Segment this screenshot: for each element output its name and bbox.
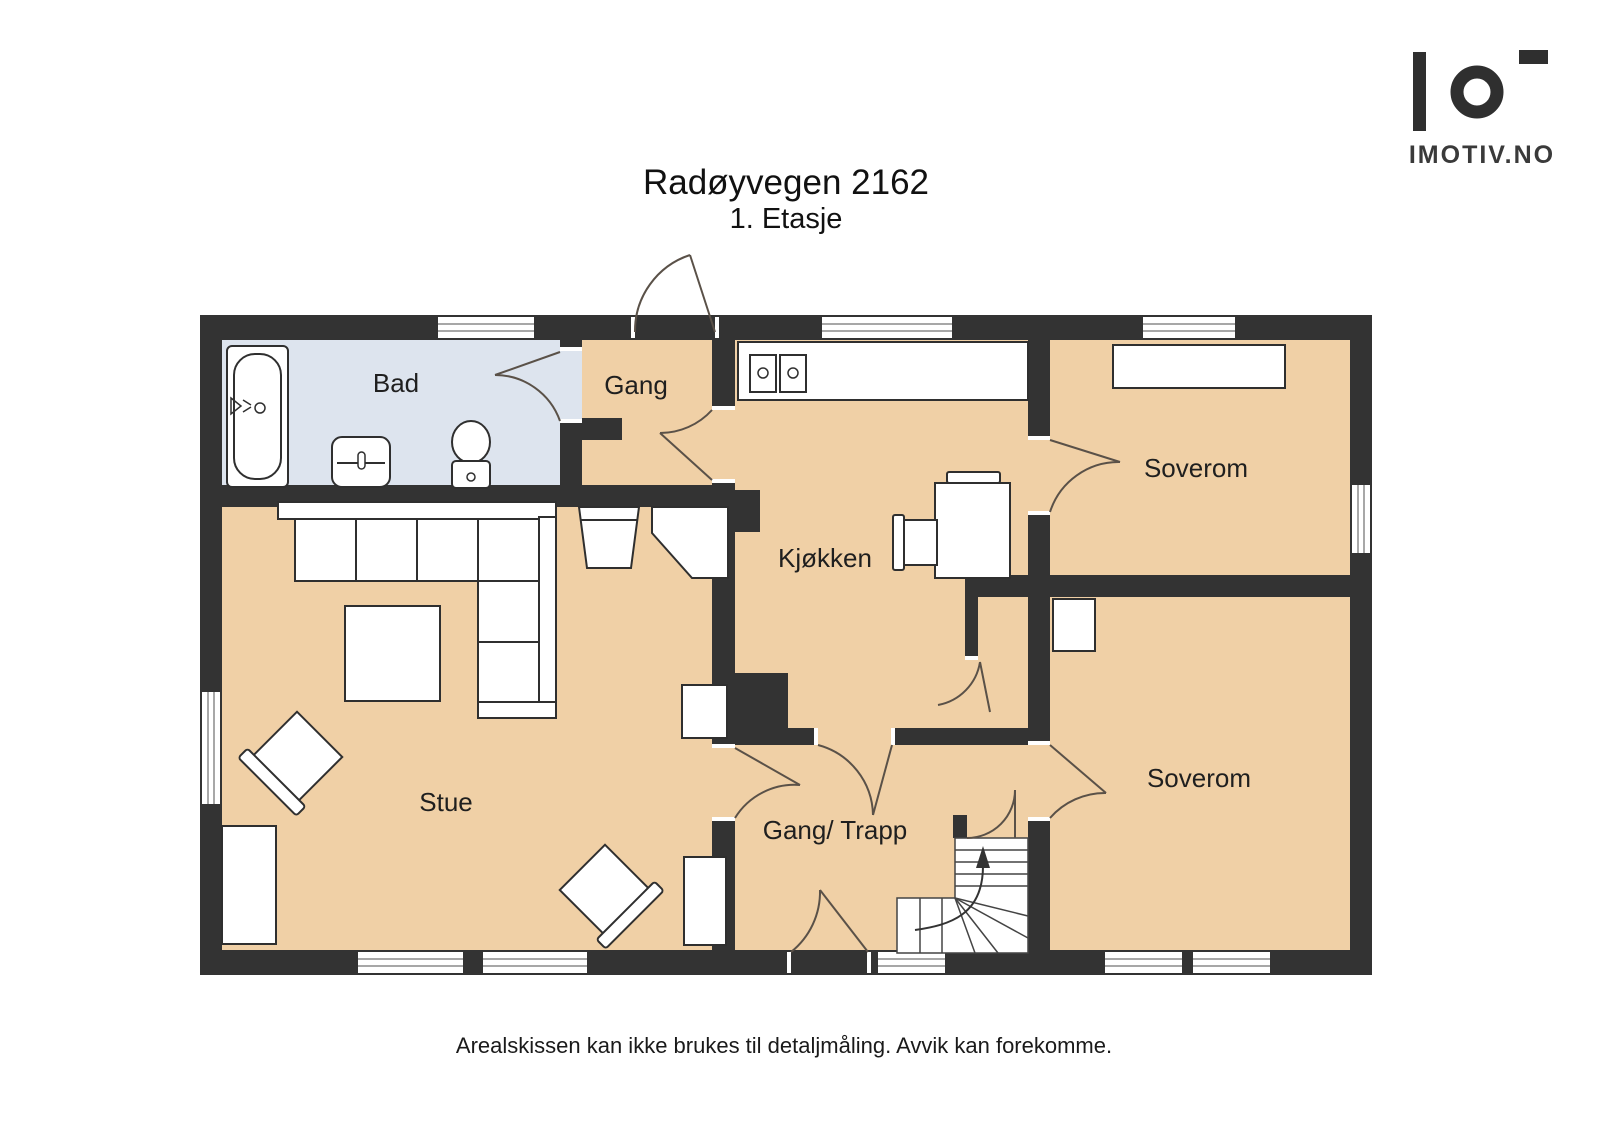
window	[483, 952, 587, 973]
furniture	[221, 341, 1286, 949]
jamb	[715, 317, 719, 338]
opening-gang-kjokken	[712, 410, 735, 480]
chair	[577, 506, 641, 569]
wall-stub-kjokken	[735, 490, 760, 532]
jamb	[560, 347, 582, 351]
kitchen-counter	[737, 341, 1029, 401]
window	[1143, 317, 1235, 338]
page-title: Radøyvegen 2162	[643, 163, 929, 202]
opening-stue-gangtrapp	[712, 748, 735, 818]
room-floors	[222, 315, 1350, 975]
door-kjokken-gangtrapp	[817, 744, 893, 816]
room-labels: Bad Gang Kjøkken Soverom Soverom Stue Ga…	[373, 368, 1251, 845]
jamb	[965, 656, 978, 660]
jamb	[712, 406, 735, 410]
opening-soverom-ne	[1028, 440, 1050, 512]
logo-text: IMOTIV.NO	[1409, 141, 1555, 169]
sofa	[277, 501, 557, 719]
room-gang-floor	[582, 340, 712, 487]
jamb	[1028, 817, 1050, 821]
doors	[494, 254, 1121, 953]
bathroom-sink	[331, 436, 391, 488]
label-gang: Gang	[604, 370, 668, 400]
door-soverom-se	[1049, 744, 1107, 819]
jamb	[1028, 741, 1050, 745]
jamb	[814, 728, 818, 745]
opening-soverom-se	[1028, 745, 1050, 818]
opening-kjokken-gangtrapp	[818, 728, 892, 745]
label-bad: Bad	[373, 368, 419, 398]
wall-soverom-divider	[965, 575, 1350, 597]
windows	[202, 317, 1370, 973]
door-bad	[494, 351, 561, 422]
jamb	[712, 817, 735, 821]
jamb	[1028, 436, 1050, 440]
door-openings	[560, 317, 1050, 973]
jamb	[867, 952, 871, 973]
corner-cabinet	[651, 506, 729, 579]
door-stue-gangtrapp	[734, 747, 801, 819]
logo-ring-icon	[1450, 65, 1504, 119]
window	[438, 317, 534, 338]
cabinet	[681, 684, 728, 739]
jamb	[631, 317, 635, 338]
door-exterior	[790, 889, 869, 953]
toilet	[451, 420, 491, 489]
wardrobe	[1112, 344, 1286, 389]
stairs-up-arrow-icon	[914, 865, 984, 931]
wardrobe	[1052, 598, 1096, 652]
wall-stair-stub	[953, 815, 967, 838]
coffee-table	[344, 605, 441, 702]
opening-kjokken-closet	[965, 660, 978, 728]
wall-gang-step	[560, 418, 622, 440]
disclaimer-text: Arealskissen kan ikke brukes til detaljm…	[456, 1033, 1112, 1058]
kitchen-table	[892, 471, 1011, 579]
door-stairs	[966, 789, 1016, 839]
label-soverom-se: Soverom	[1147, 763, 1251, 793]
opening-bad	[560, 350, 582, 420]
wall-closet-stub	[965, 575, 978, 660]
window	[878, 952, 945, 973]
jamb	[712, 479, 735, 483]
label-gang-trapp: Gang/ Trapp	[763, 815, 908, 845]
door-closet	[937, 661, 991, 713]
label-stue: Stue	[419, 787, 473, 817]
window	[358, 952, 463, 973]
window	[1352, 485, 1370, 553]
staircase	[896, 837, 1029, 954]
sideboard	[221, 825, 277, 945]
imotiv-logo: IMOTIV.NO	[1409, 50, 1555, 169]
label-soverom-ne: Soverom	[1144, 453, 1248, 483]
room-soverom-se-floor	[1050, 597, 1350, 950]
armchair	[238, 710, 344, 816]
page-subtitle: 1. Etasje	[730, 203, 843, 235]
tv-bench	[683, 856, 727, 946]
shower-icon	[230, 396, 252, 416]
window	[202, 692, 220, 804]
window	[822, 317, 952, 338]
logo-bar-icon	[1413, 52, 1426, 131]
window	[1193, 952, 1270, 973]
armchair	[558, 843, 664, 949]
jamb	[891, 728, 895, 745]
closet-floor	[978, 597, 1028, 728]
wall-outer-right	[1350, 315, 1372, 975]
door-gang-kjokken	[659, 409, 713, 481]
door-soverom-ne	[1049, 439, 1121, 513]
jamb	[787, 952, 791, 973]
jamb	[1028, 511, 1050, 515]
wall-outer-left	[200, 315, 222, 975]
jamb	[560, 419, 582, 423]
label-kjokken: Kjøkken	[778, 543, 872, 573]
logo-square-icon	[1519, 50, 1548, 64]
jamb	[712, 744, 735, 748]
door-entry	[633, 254, 716, 333]
window	[1105, 952, 1182, 973]
bathtub	[226, 345, 289, 488]
